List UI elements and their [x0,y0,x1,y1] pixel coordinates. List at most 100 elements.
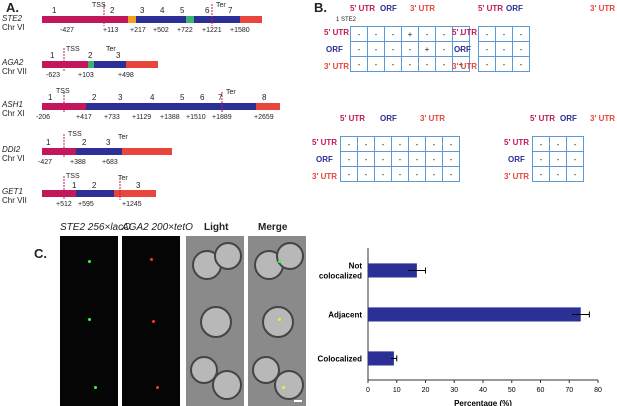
coordinate: +1129 [132,114,152,121]
coordinate: +722 [177,27,193,34]
scale-bar [294,400,302,402]
matrix-cell: - [532,136,550,152]
matrix-cell: - [357,136,375,152]
orf-header: ORF [560,114,577,123]
matrix-cell: - [418,56,436,72]
matrix-cell: - [408,136,426,152]
micrograph-ste2 [60,236,118,294]
primer-number: 5 [180,93,185,102]
gene-name: STE2 [2,14,23,23]
micrograph-light [186,348,244,406]
orf-header: ORF [380,114,397,123]
ter-label: Ter [216,2,226,9]
ter-label: Ter [106,46,116,53]
coordinate: +417 [76,114,92,121]
matrix-cell: - [442,136,460,152]
matrix-cell: - [478,26,496,42]
orf-header: ORF [506,4,523,13]
matrix-cell: + [452,56,470,72]
matrix-cell: - [367,56,385,72]
matrix-cell: - [391,136,409,152]
primer-number: 4 [160,6,165,15]
column-header-light: Light [204,222,229,233]
utr5-header: 5' UTR [478,4,504,13]
coordinate: +1510 [186,114,206,121]
primer-number: 5 [180,6,185,15]
matrix-cell: - [384,56,402,72]
micrograph-merge [248,236,306,294]
matrix-cell: + [401,26,419,42]
coordinate: +733 [104,114,120,121]
matrix-cell: - [340,136,358,152]
bar [368,307,581,322]
matrix-cell: - [374,151,392,167]
orf-header: ORF [380,4,397,13]
ter-label: Ter [118,175,128,182]
row-region: 3' UTR [452,62,478,71]
utr5-header: 5' UTR [530,114,556,123]
coordinate: +388 [70,159,86,166]
x-axis-label: Percentage (%) [454,399,512,406]
row-region: 3' UTR [312,172,338,181]
primer-number: 2 [82,138,87,147]
primer-number: 1 [50,51,55,60]
primer-number: 3 [118,93,123,102]
panel-b-label: B. [314,0,327,15]
primer-number: 6 [200,93,205,102]
matrix-cell: - [374,136,392,152]
gene-get1 [42,176,156,200]
get1-matrix: --- --- --- [478,26,530,72]
matrix-cell: - [350,26,368,42]
matrix-cell: - [357,166,375,182]
matrix-cell: - [435,41,453,57]
coordinate: +113 [103,27,119,34]
matrix-cell: - [566,136,584,152]
matrix-cell: - [367,41,385,57]
tss-label: TSS [92,2,106,9]
ter-label: Ter [118,134,128,141]
matrix-cell: - [532,166,550,182]
primer-number: 2 [92,93,97,102]
matrix-cell: - [512,26,530,42]
matrix-cell: - [532,151,550,167]
gene-chr: Chr XI [2,109,25,118]
coordinate: +683 [102,159,118,166]
matrix-cell: - [495,56,513,72]
micrograph-merge [248,292,306,350]
matrix-cell: - [425,136,443,152]
coordinate: +103 [78,72,94,79]
micrograph-merge [248,348,306,406]
gene-ddi2 [42,134,172,158]
panel-a-label: A. [6,0,19,15]
coordinate: +217 [130,27,146,34]
row-region: ORF [316,155,333,164]
matrix-cell: - [340,151,358,167]
x-tick-label: 60 [537,387,545,394]
x-tick-label: 50 [508,387,516,394]
matrix-cell: - [566,166,584,182]
row-region: 5' UTR [312,138,338,147]
matrix-cell: - [391,166,409,182]
coordinate: -427 [38,159,53,166]
row-region: 5' UTR [452,28,478,37]
x-tick-label: 80 [594,387,602,394]
column-header-merge: Merge [258,222,288,233]
tss-label: TSS [66,173,80,180]
coordinate: +1221 [202,27,222,34]
matrix-cell: - [435,56,453,72]
primer-number: 1 [72,181,77,190]
micrograph-ste2 [60,292,118,350]
matrix-cell: - [401,41,419,57]
utr3-header: 3' UTR [410,4,436,13]
micrograph-aga2 [122,348,180,406]
x-tick-label: 70 [565,387,573,394]
matrix-cell: - [408,166,426,182]
matrix-cell: - [478,41,496,57]
matrix-cell: - [425,166,443,182]
ddi2-matrix: --- --- --- [532,136,584,182]
primer-number: 1 [52,6,57,15]
row-region: ORF [508,155,525,164]
primer-number: 8 [262,93,267,102]
